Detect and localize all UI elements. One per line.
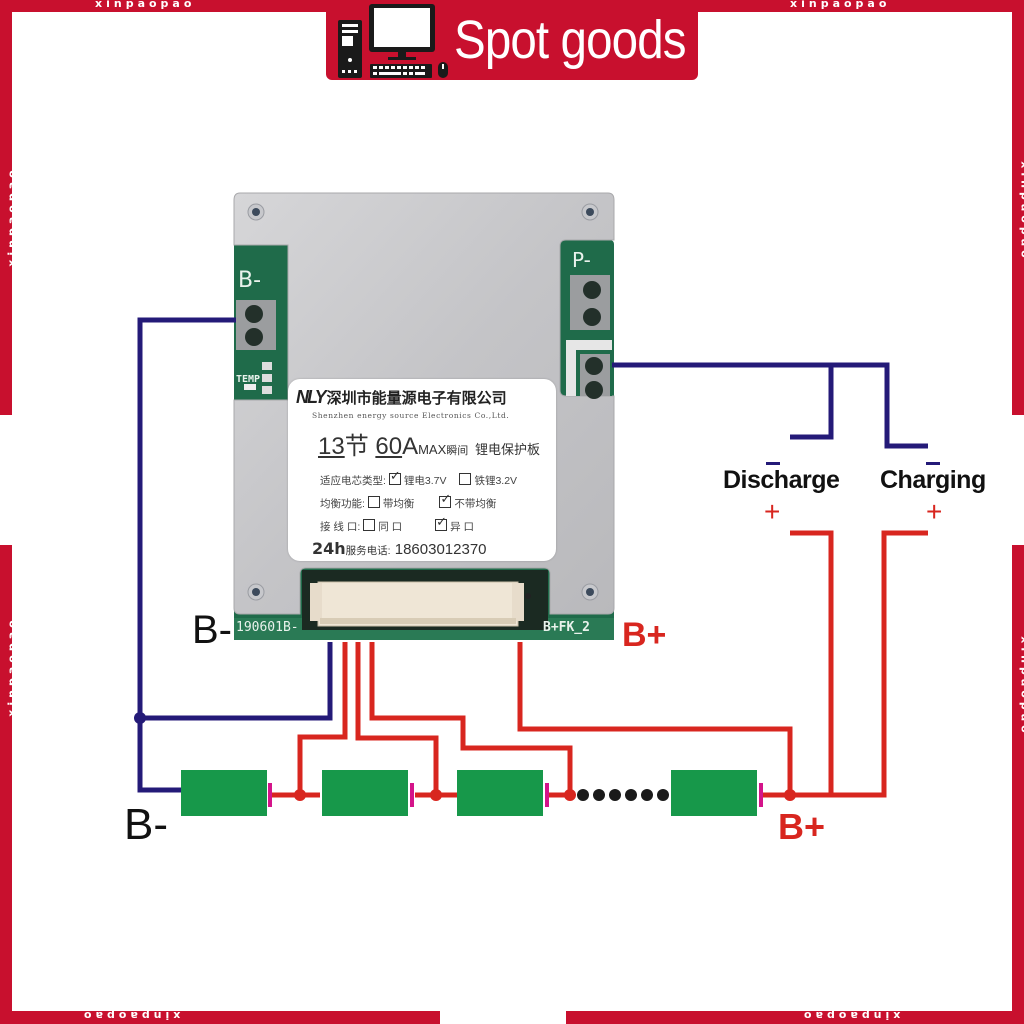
terminal-b-minus [236,300,286,398]
checkbox-unchecked [367,496,380,508]
pack-b-minus-label: B- [124,800,168,849]
frame-right-upper [1012,0,1024,415]
negative-wires [137,317,928,793]
frame-bottom-left [0,1011,440,1024]
pcb-label-b-minus: B- [238,268,262,293]
junction-dots [294,789,796,801]
pcb-label-b-plus-fk: B+FK_2 [543,620,590,635]
board-b-minus-label: B- [192,608,232,652]
frame-top-right [698,0,1024,12]
discharge-plus-sign: + [764,496,781,527]
pcb-label-p-minus: P- [572,248,591,272]
frame-right-lower [1012,545,1024,1024]
frame-top-left [0,0,326,12]
charging-minus-bar [926,462,940,465]
balance-row: 均衡功能:带均衡 不带均衡 [320,491,496,511]
battery-cell-icon [671,770,763,816]
watermark-top-right: xinpaopao [790,0,891,10]
checkbox-checked [388,468,401,485]
frame-bottom-right [566,1011,1024,1024]
battery-cell-icon [322,770,414,816]
balance-connector [302,570,548,630]
pcb-label-code: 190601B- [236,620,299,635]
watermark-top-left: xinpaopao [95,0,196,10]
pack-b-plus-label: B+ [778,806,826,847]
screw-icon [247,203,599,601]
terminal-p-minus [566,250,612,399]
charging-label: Charging [880,466,986,494]
positive-wires [270,530,928,798]
junction-dot [134,712,146,724]
frame-left-lower [0,545,12,1024]
battery-cell-icon [181,770,272,816]
banner-title: Spot goods [454,10,687,70]
checkbox-unchecked [459,473,472,485]
discharge-label: Discharge [723,466,840,494]
spot-goods-banner: Spot goods [326,0,698,80]
checkbox-checked [439,491,452,508]
desktop-computer-icon [326,0,452,80]
frame-left-upper [0,0,12,415]
port-row: 接 线 口:同 口 异 口 [320,514,474,534]
battery-cells [181,770,763,816]
pcb-label-temp: TEMP [236,374,261,385]
charging-plus-sign: + [926,496,943,527]
discharge-minus-bar [766,462,780,465]
ellipsis-dots-icon [577,789,669,801]
cell-type-row: 适应电芯类型:锂电3.7V 铁锂3.2V [320,468,517,488]
spec-line: 13节 60AMAX瞬间 锂电保护板 [318,433,540,460]
brand-logo: NLY [296,387,327,407]
company-name-en: Shenzhen energy source Electronics Co.,L… [312,411,510,420]
checkbox-checked [435,514,448,531]
service-hotline: 24h服务电话: 18603012370 [312,539,487,558]
board-b-plus-label: B+ [622,616,667,654]
checkbox-unchecked [363,519,376,531]
battery-cell-icon [457,770,549,816]
